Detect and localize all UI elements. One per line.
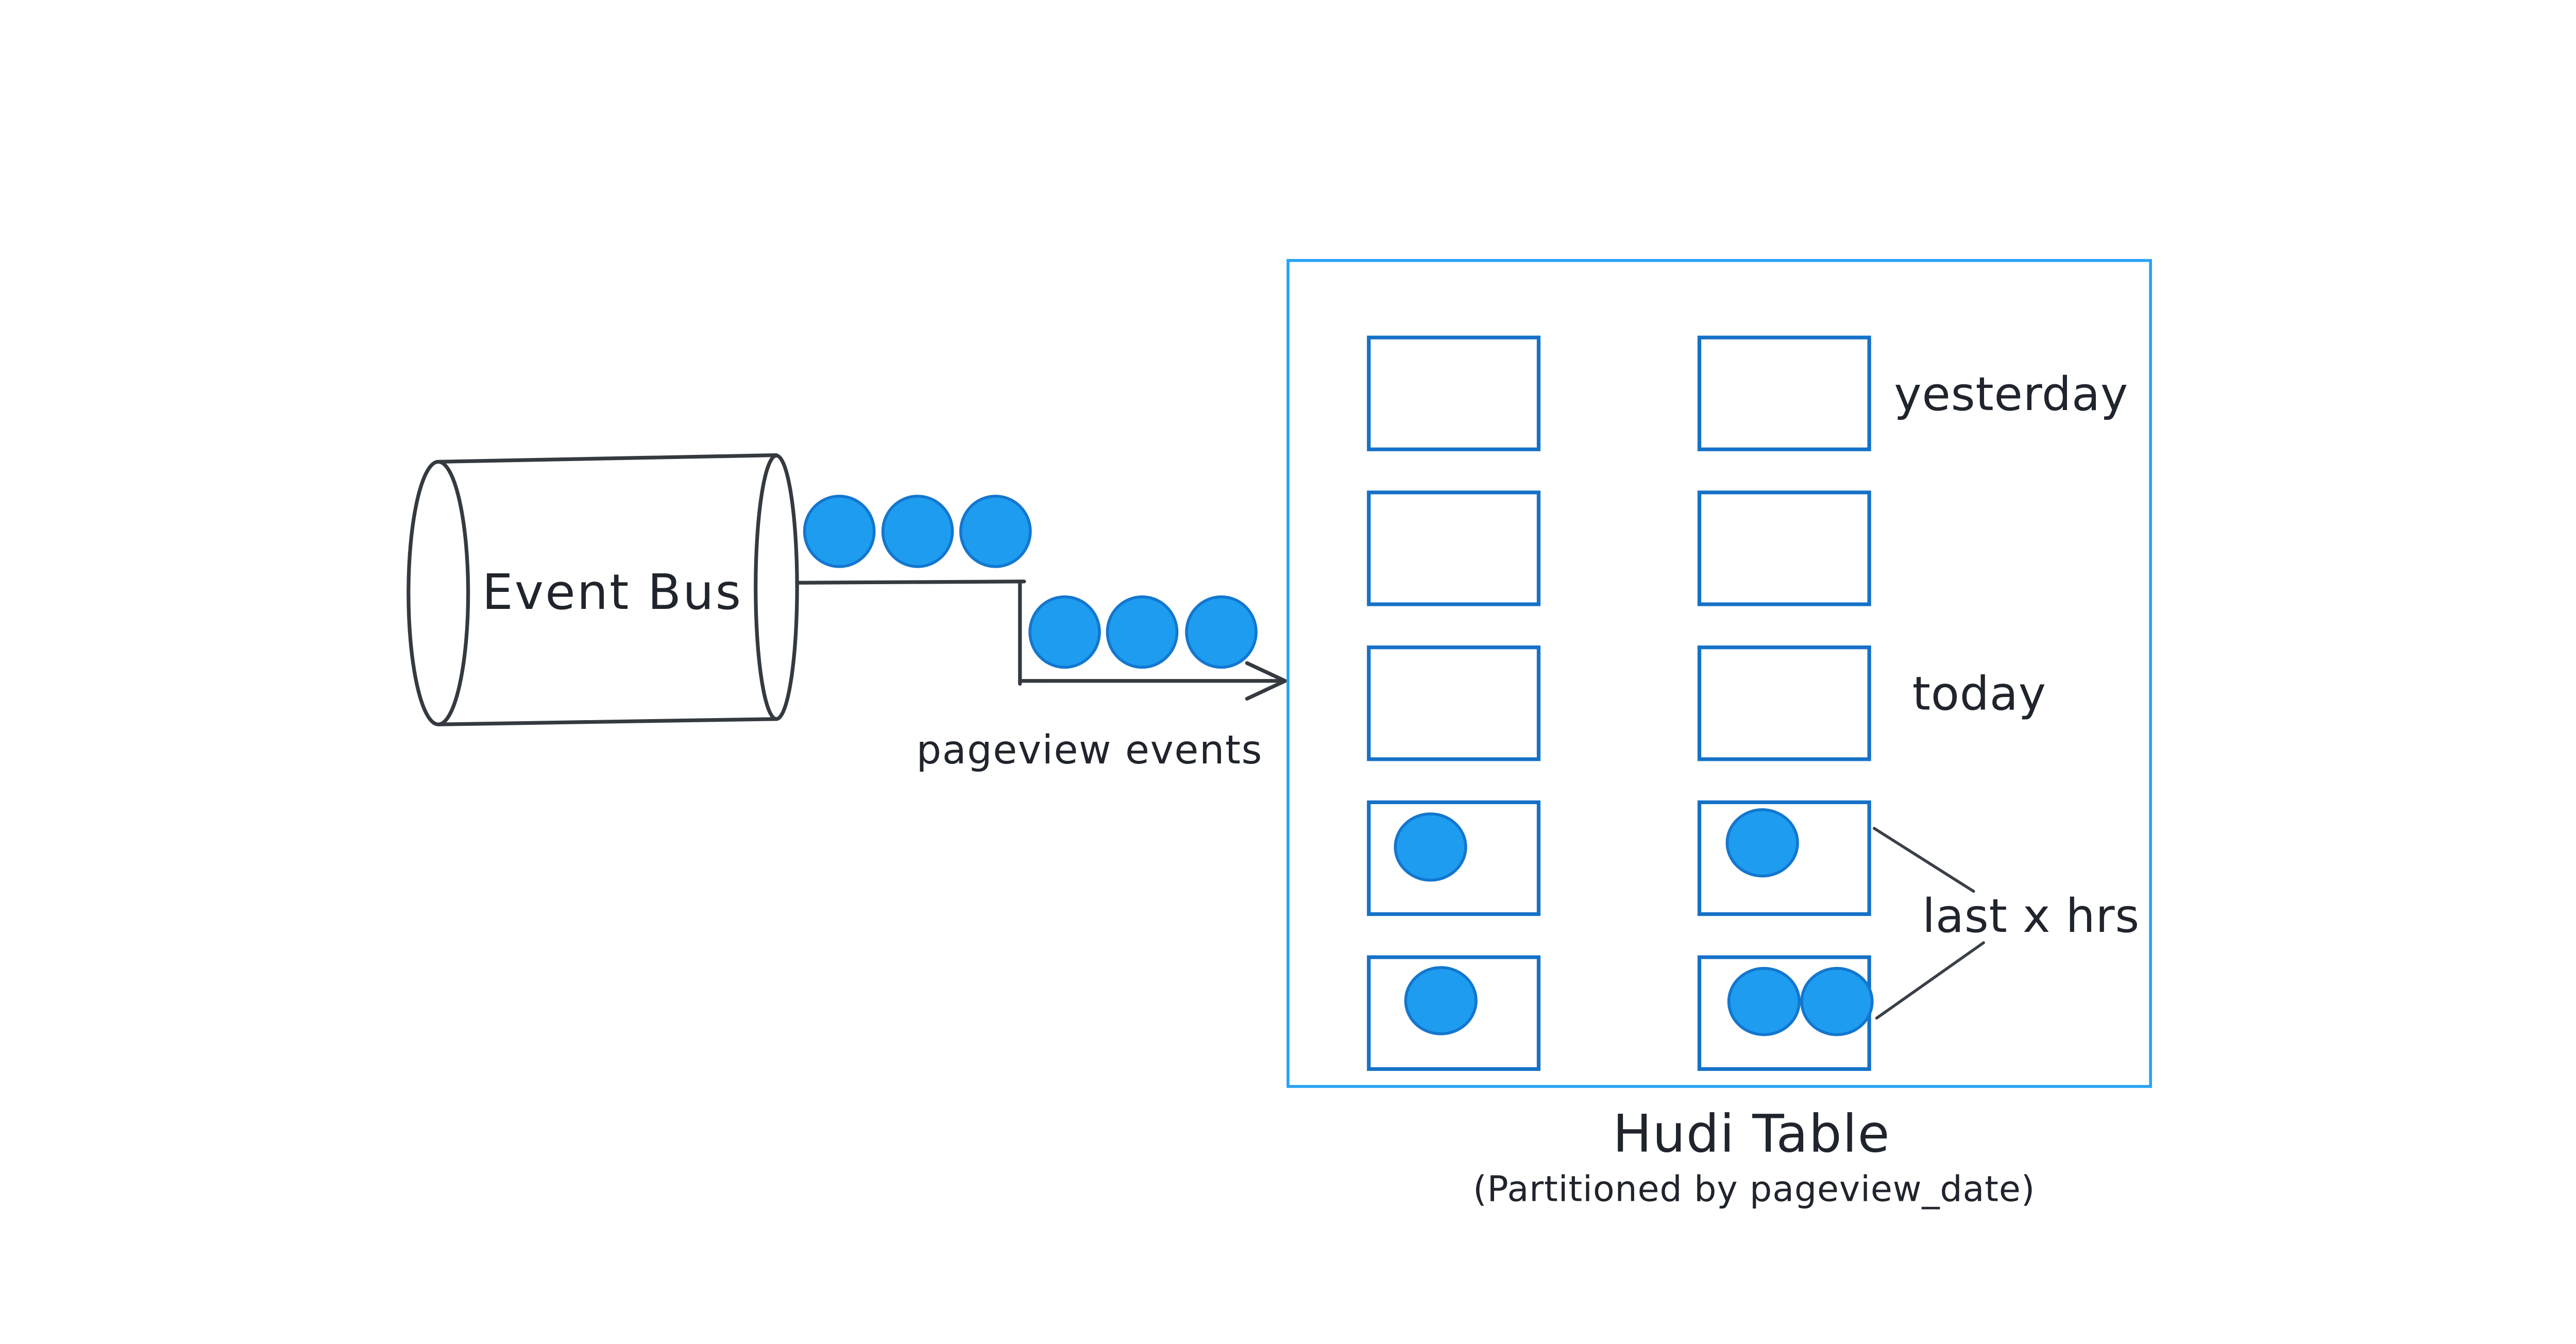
partition-rect — [1367, 490, 1541, 606]
event-circle — [803, 495, 876, 568]
cylinder-bottom-edge — [436, 717, 778, 726]
partition-event-circle — [1394, 812, 1467, 882]
label-today: today — [1912, 667, 2046, 721]
hudi-table-subtitle: (Partitioned by pageview_date) — [1473, 1169, 2035, 1210]
label-yesterday: yesterday — [1894, 367, 2128, 421]
stream-label: pageview events — [917, 727, 1263, 773]
event-circle — [1185, 595, 1258, 669]
cylinder-top-edge — [436, 453, 778, 464]
partition-rect — [1367, 335, 1541, 451]
partition-rect — [1367, 645, 1541, 761]
event-bus-label: Event Bus — [482, 564, 743, 621]
event-circle — [881, 495, 954, 568]
partition-event-circle — [1725, 808, 1799, 878]
partition-rect — [1697, 645, 1871, 761]
partition-event-circle — [1800, 967, 1874, 1036]
cylinder-right-face — [754, 453, 799, 721]
hudi-table-box — [1286, 259, 2152, 1088]
arrowhead-icon — [1245, 661, 1287, 701]
connector-line — [1875, 941, 1985, 1020]
partition-rect — [1697, 490, 1871, 606]
event-circle — [1028, 595, 1101, 669]
partition-event-circle — [1727, 967, 1801, 1036]
event-stream: pageview events — [795, 495, 1287, 773]
partition-rect — [1697, 335, 1871, 451]
hudi-table-caption: Hudi Table (Partitioned by pageview_date… — [1473, 1103, 2035, 1210]
hudi-table-title: Hudi Table — [1613, 1103, 1890, 1164]
label-last-x-hrs: last x hrs — [1922, 889, 2140, 943]
cylinder-left-face — [406, 460, 470, 726]
event-bus-cylinder: Event Bus — [406, 453, 799, 726]
stream-line-upper — [795, 580, 1026, 585]
event-circle — [1106, 595, 1179, 669]
hudi-table: yesterday today last x hrs — [1286, 259, 2152, 1088]
partition-event-circle — [1404, 966, 1478, 1035]
event-circle — [959, 495, 1032, 568]
connector-line — [1873, 827, 1975, 893]
